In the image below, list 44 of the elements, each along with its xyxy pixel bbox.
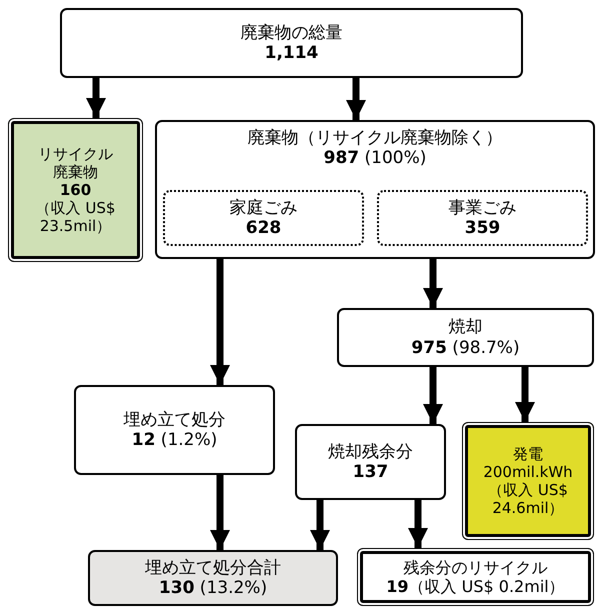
value-text: 359	[464, 218, 500, 238]
arrow	[423, 259, 443, 308]
value-text: 12 (1.2%)	[132, 430, 218, 450]
process-box	[8, 118, 143, 262]
node-title: 廃棄物（リサイクル廃棄物除く）	[248, 128, 502, 148]
process-box	[88, 550, 338, 606]
process-box	[462, 422, 594, 540]
process-box	[337, 308, 594, 367]
value-text: 137	[352, 462, 388, 482]
value-text: 200mil.kWh	[483, 463, 573, 481]
process-box	[357, 548, 594, 606]
process-box	[295, 424, 446, 500]
node-title: 事業ごみ	[448, 198, 516, 218]
node-title: 焼却残余分	[328, 442, 413, 462]
value-text: 130 (13.2%)	[158, 578, 268, 598]
value-text: 1,114	[264, 43, 318, 64]
arrow	[515, 367, 535, 422]
category-box	[377, 190, 588, 246]
value-text: 987 (100%)	[324, 148, 426, 169]
node-title: 廃棄物の総量	[240, 22, 342, 43]
node-title: 埋め立て処分合計	[145, 558, 281, 578]
node-title: リサイクル廃棄物	[37, 145, 114, 181]
value-text: （収入 US$ 24.6mil）	[487, 481, 569, 517]
node-title: 残余分のリサイクル	[404, 558, 548, 577]
node-title: 焼却	[448, 317, 482, 338]
arrow	[210, 259, 230, 385]
process-box	[60, 8, 523, 78]
node-title: 発電	[513, 445, 543, 463]
node-title: 埋め立て処分	[124, 410, 226, 430]
arrow	[310, 500, 330, 550]
value-text: 975 (98.7%)	[411, 338, 520, 358]
category-box	[163, 190, 364, 246]
process-box	[155, 120, 595, 259]
arrow	[346, 78, 366, 120]
node-title: 家庭ごみ	[230, 198, 298, 218]
value-text: 160	[60, 181, 92, 199]
arrow	[86, 78, 106, 118]
process-box	[74, 385, 275, 475]
value-text: 628	[246, 218, 282, 238]
arrow	[210, 475, 230, 550]
arrow	[408, 500, 428, 548]
value-text: 19（収入 US$ 0.2mil）	[386, 577, 565, 596]
value-text: （収入 US$ 23.5mil）	[34, 199, 116, 235]
arrow	[423, 367, 443, 424]
